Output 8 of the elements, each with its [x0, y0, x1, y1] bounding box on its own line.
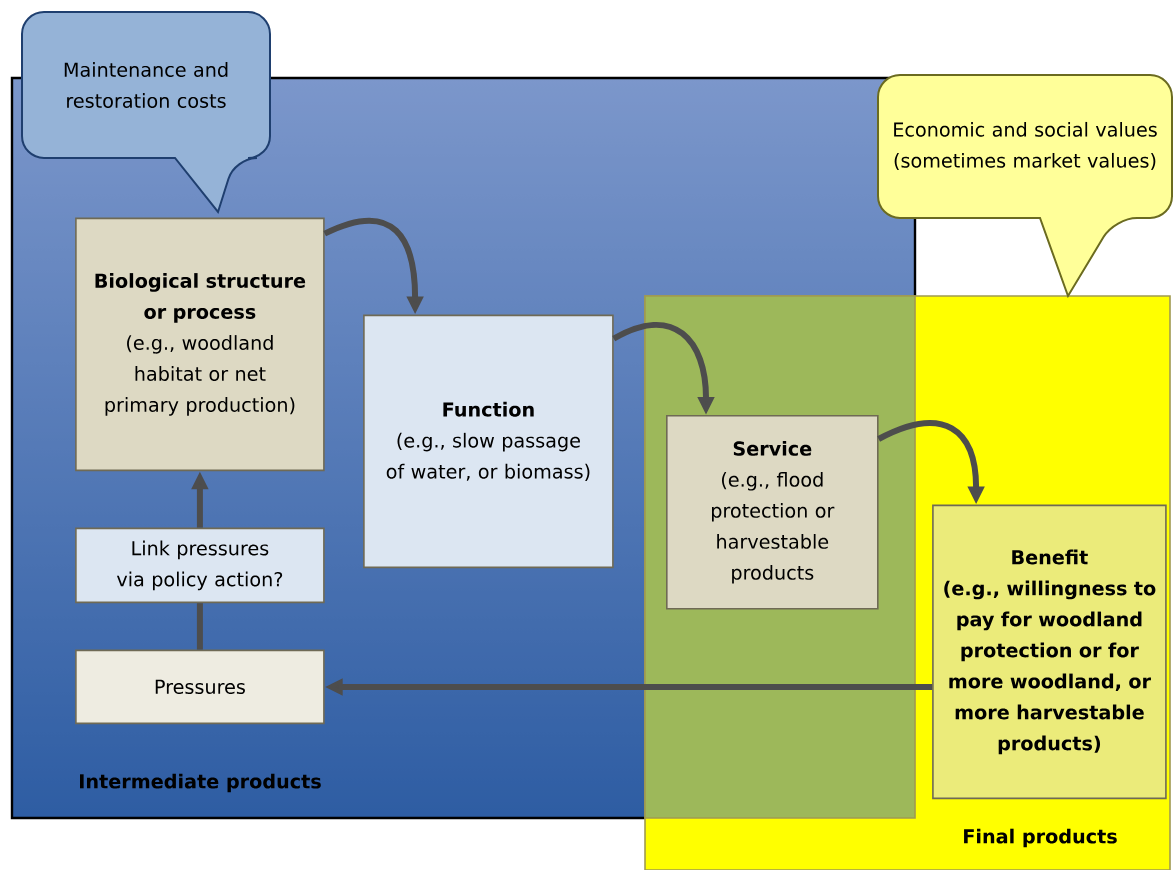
- process-box: Function (e.g., slow passage of water, or biomass): [363, 314, 614, 569]
- speech-bubble: Maintenance and restoration costs: [21, 11, 271, 213]
- process-box: Link pressures via policy action?: [75, 527, 325, 604]
- process-box: Service (e.g., flood protection or harvestable products: [666, 415, 879, 610]
- process-box: Biological structure or process (e.g., woodland habitat or net primary production): [75, 217, 325, 472]
- process-box: Pressures: [75, 649, 325, 725]
- process-box: Benefit (e.g., willingness to pay for woodland protection or for more woodland, or more harvestable products): [932, 504, 1167, 800]
- speech-bubble: Economic and social values (sometimes market values): [877, 74, 1173, 297]
